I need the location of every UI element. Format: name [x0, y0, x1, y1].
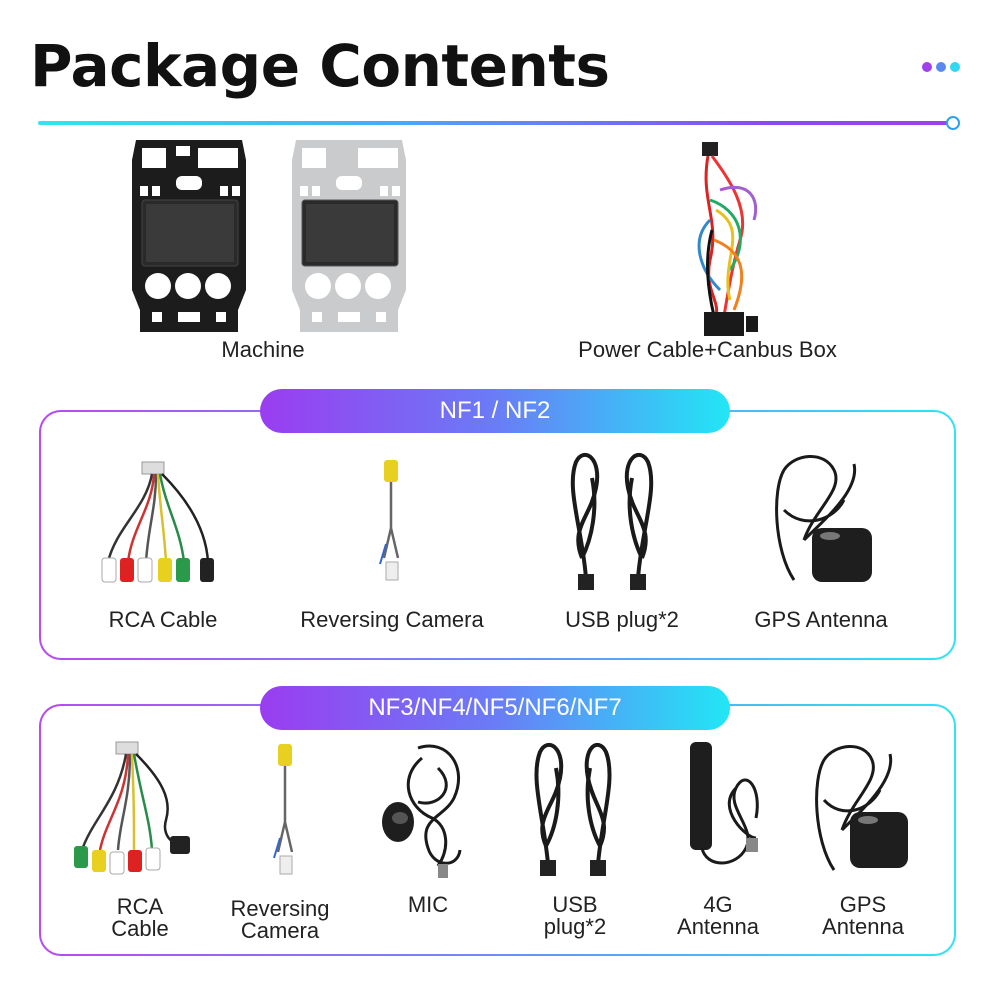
wire-harness-icon	[697, 142, 758, 336]
mic-label: MIC	[407, 892, 449, 917]
reversing-camera-label: Reversing Camera	[300, 607, 484, 632]
rca-cable-label: RCA Cable	[108, 607, 218, 632]
machine-label: Machine	[221, 337, 305, 362]
camera-cable-icon	[273, 744, 294, 875]
rca-cable-icon	[74, 741, 190, 875]
usb-cable-icon	[570, 452, 654, 590]
gps-antenna-icon	[815, 745, 908, 871]
nf3-nf7-badge: NF3/NF4/NF5/NF6/NF7	[260, 686, 730, 730]
divider-end-dot	[946, 116, 960, 130]
gps-antenna-label: GPS Antenna	[754, 607, 888, 632]
gps-antenna-icon	[775, 455, 872, 582]
head-unit-silver-icon	[292, 140, 406, 332]
4g-antenna-icon	[690, 742, 759, 865]
mic-icon	[382, 744, 462, 878]
title-divider	[38, 121, 948, 125]
usb-plug-label: USB plug*2	[565, 607, 679, 632]
nf3-nf7-panel	[39, 704, 956, 956]
more-dots-icon	[922, 62, 960, 72]
usb-cable-icon	[534, 742, 612, 876]
rca-cable-icon	[101, 461, 214, 583]
page-title: Package Contents	[30, 32, 610, 100]
nf1-nf2-badge: NF1 / NF2	[260, 389, 730, 433]
nf1-nf2-panel	[39, 410, 956, 660]
head-unit-icon	[132, 140, 246, 332]
camera-cable-icon	[379, 460, 400, 581]
power-cable-label: Power Cable+Canbus Box	[578, 337, 837, 362]
